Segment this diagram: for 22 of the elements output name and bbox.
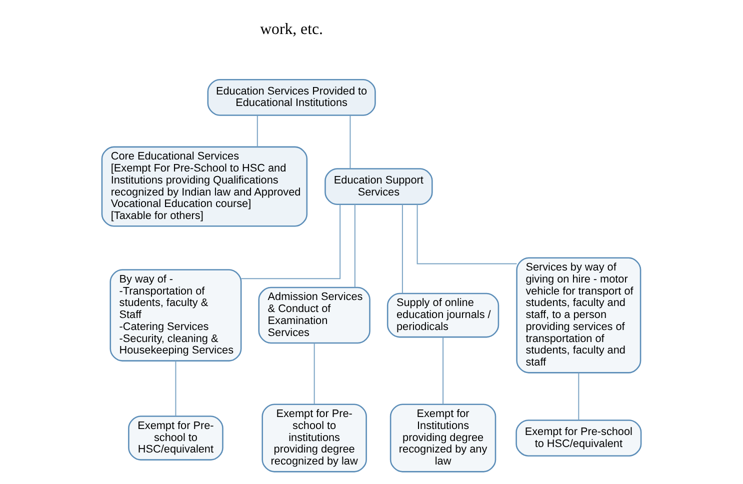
connector xyxy=(350,114,351,170)
connector xyxy=(240,204,341,280)
node-box: Services by way of giving on hire - motor vehicle for transport of students, faculty and staff, to a person providing services of transportation of students, faculty and staff xyxy=(516,257,642,374)
node-box: By way of - -Transportation of students, faculty & Staff -Catering Services -Security, cleaning & Housekeeping Services xyxy=(110,269,242,362)
connector xyxy=(256,114,258,148)
node-box: Supply of online education journals / periodicals xyxy=(386,292,500,338)
node-box: Admission Services & Conduct of Examination Services xyxy=(258,286,370,344)
node-box: Education Support Services xyxy=(324,168,433,206)
node-box: Exempt for Pre-school to HSC/equivalent xyxy=(516,420,642,456)
connector xyxy=(402,204,403,294)
node-box: Core Educational Services [Exempt For Pre-School to HSC and Institutions providing Qualifications recognized by Indian law and Approved Vocational Education course] [Taxable for others] xyxy=(101,146,308,227)
connector xyxy=(175,360,176,416)
connector xyxy=(354,204,356,288)
connector xyxy=(442,336,444,405)
node-box: Exempt for Pre-school to HSC/equivalent xyxy=(128,416,224,460)
connector xyxy=(416,204,518,264)
connector xyxy=(578,372,580,421)
node-box: Exempt for Institutions providing degree recognized by any law xyxy=(390,404,496,472)
node-box: Exempt for Pre-school to institutions providing degree recognized by law xyxy=(262,404,367,472)
connector xyxy=(314,342,315,405)
label: work, etc. xyxy=(260,20,323,38)
node-box: Education Services Provided to Educational Institutions xyxy=(207,79,376,116)
